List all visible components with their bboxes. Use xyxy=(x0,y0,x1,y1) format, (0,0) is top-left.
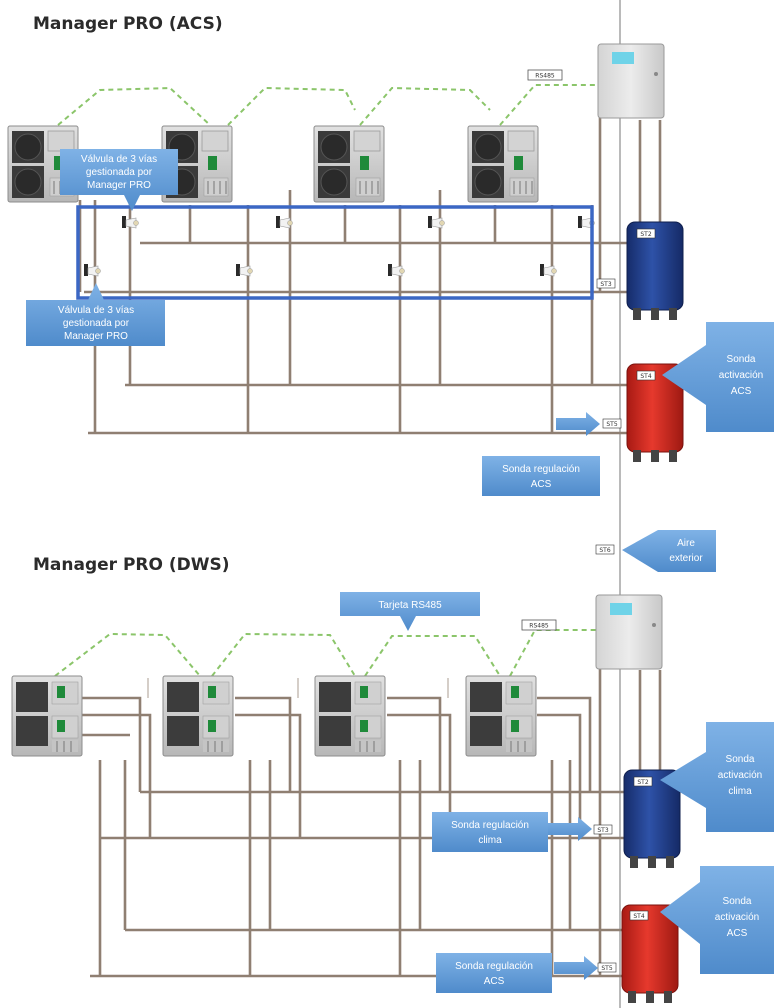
svg-text:RS485: RS485 xyxy=(535,73,555,80)
svg-text:exterior: exterior xyxy=(669,553,703,564)
svg-text:ST2: ST2 xyxy=(640,231,651,238)
svg-text:activación: activación xyxy=(718,770,762,781)
section-acs: Manager PRO (ACS) RS485 xyxy=(7,0,774,1008)
svg-text:Válvula de 3 vías: Válvula de 3 vías xyxy=(58,305,134,316)
svg-text:Sonda: Sonda xyxy=(723,896,752,907)
water-heat-pump-unit xyxy=(314,675,386,757)
three-way-valve xyxy=(387,263,405,277)
svg-text:ST5: ST5 xyxy=(601,965,612,972)
sensor-tag-st2: ST2 xyxy=(636,228,656,239)
section-title-acs: Manager PRO (ACS) xyxy=(33,14,223,34)
svg-text:Tarjeta RS485: Tarjeta RS485 xyxy=(378,600,442,611)
svg-text:RS485: RS485 xyxy=(529,623,549,630)
svg-text:Sonda regulación: Sonda regulación xyxy=(455,961,533,972)
svg-text:ACS: ACS xyxy=(484,976,505,987)
callout-dhw-activation: Sonda activación ACS xyxy=(662,322,774,432)
section-title-dws: Manager PRO (DWS) xyxy=(33,555,230,575)
callout-valve-top: Válvula de 3 vías gestionada por Manager… xyxy=(60,149,178,211)
callout-valve-bottom: Válvula de 3 vías gestionada por Manager… xyxy=(26,283,165,346)
comm-bus-line xyxy=(54,629,600,677)
svg-text:ST4: ST4 xyxy=(633,913,644,920)
three-way-valve xyxy=(235,263,253,277)
svg-text:ST2: ST2 xyxy=(637,779,648,786)
svg-text:Sonda: Sonda xyxy=(727,354,756,365)
rs485-tag-dws: RS485 xyxy=(521,619,557,631)
svg-text:ST4: ST4 xyxy=(640,373,651,380)
manager-pro-controller xyxy=(595,594,663,670)
svg-text:Manager PRO: Manager PRO xyxy=(64,331,128,342)
three-way-valve xyxy=(275,215,293,229)
heat-pump-unit xyxy=(467,125,539,203)
svg-text:ACS: ACS xyxy=(731,386,752,397)
sensor-tag-st2: ST2 xyxy=(633,776,653,787)
svg-text:activación: activación xyxy=(715,912,759,923)
callout-dhw-regulation: Sonda regulación ACS xyxy=(436,953,598,993)
unit-pipes xyxy=(82,650,662,976)
rs485-tag: RS485 xyxy=(527,69,563,81)
valve-highlight-frame xyxy=(76,205,594,300)
svg-text:ST6: ST6 xyxy=(599,547,610,554)
callout-rs485-card: Tarjeta RS485 xyxy=(340,592,480,631)
heat-pump-unit xyxy=(313,125,385,203)
svg-text:ACS: ACS xyxy=(727,928,748,939)
callout-climate-regulation: Sonda regulación clima xyxy=(432,812,592,852)
svg-text:gestionada por: gestionada por xyxy=(86,167,153,178)
svg-text:ST3: ST3 xyxy=(597,827,608,834)
svg-text:ST5: ST5 xyxy=(606,421,617,428)
svg-text:clima: clima xyxy=(728,786,752,797)
three-way-valve xyxy=(539,263,557,277)
comm-bus-line xyxy=(57,84,600,126)
sensor-tag-st4: ST4 xyxy=(636,370,656,381)
svg-text:ST3: ST3 xyxy=(600,281,611,288)
callout-dhw-regulation: Sonda regulación ACS xyxy=(482,456,600,496)
svg-text:Sonda: Sonda xyxy=(726,754,755,765)
callout-dhw-activation: Sonda activación ACS xyxy=(660,866,774,974)
three-way-valve xyxy=(83,263,101,277)
svg-text:Manager PRO: Manager PRO xyxy=(87,180,151,191)
water-heat-pump-unit xyxy=(465,675,537,757)
sensor-tag-st6: ST6 xyxy=(595,544,615,555)
unit-pipes xyxy=(78,100,662,433)
svg-text:Válvula de 3 vías: Válvula de 3 vías xyxy=(81,154,157,165)
water-heat-pump-unit xyxy=(162,675,234,757)
manager-pro-controller xyxy=(597,43,665,119)
svg-text:ACS: ACS xyxy=(531,479,552,490)
svg-text:Aire: Aire xyxy=(677,538,695,549)
svg-text:activación: activación xyxy=(719,370,763,381)
callout-outdoor-air: Aire exterior xyxy=(622,530,716,572)
section-dws: Manager PRO (DWS) ST6 Aire exterior Tarj… xyxy=(11,530,774,1004)
sensor-tag-st3: ST3 xyxy=(596,278,616,289)
sensor-tag-st5: ST5 xyxy=(597,962,617,973)
sensor-tag-st4: ST4 xyxy=(629,910,649,921)
svg-text:clima: clima xyxy=(478,835,502,846)
svg-text:Sonda regulación: Sonda regulación xyxy=(451,820,529,831)
sensor-arrow xyxy=(556,412,600,436)
callout-climate-activation: Sonda activación clima xyxy=(660,722,774,832)
svg-text:Sonda regulación: Sonda regulación xyxy=(502,464,580,475)
three-way-valve xyxy=(427,215,445,229)
water-heat-pump-unit xyxy=(11,675,83,757)
sensor-tag-st3: ST3 xyxy=(593,824,613,835)
svg-text:gestionada por: gestionada por xyxy=(63,318,130,329)
sensor-tag-st5: ST5 xyxy=(602,418,622,429)
